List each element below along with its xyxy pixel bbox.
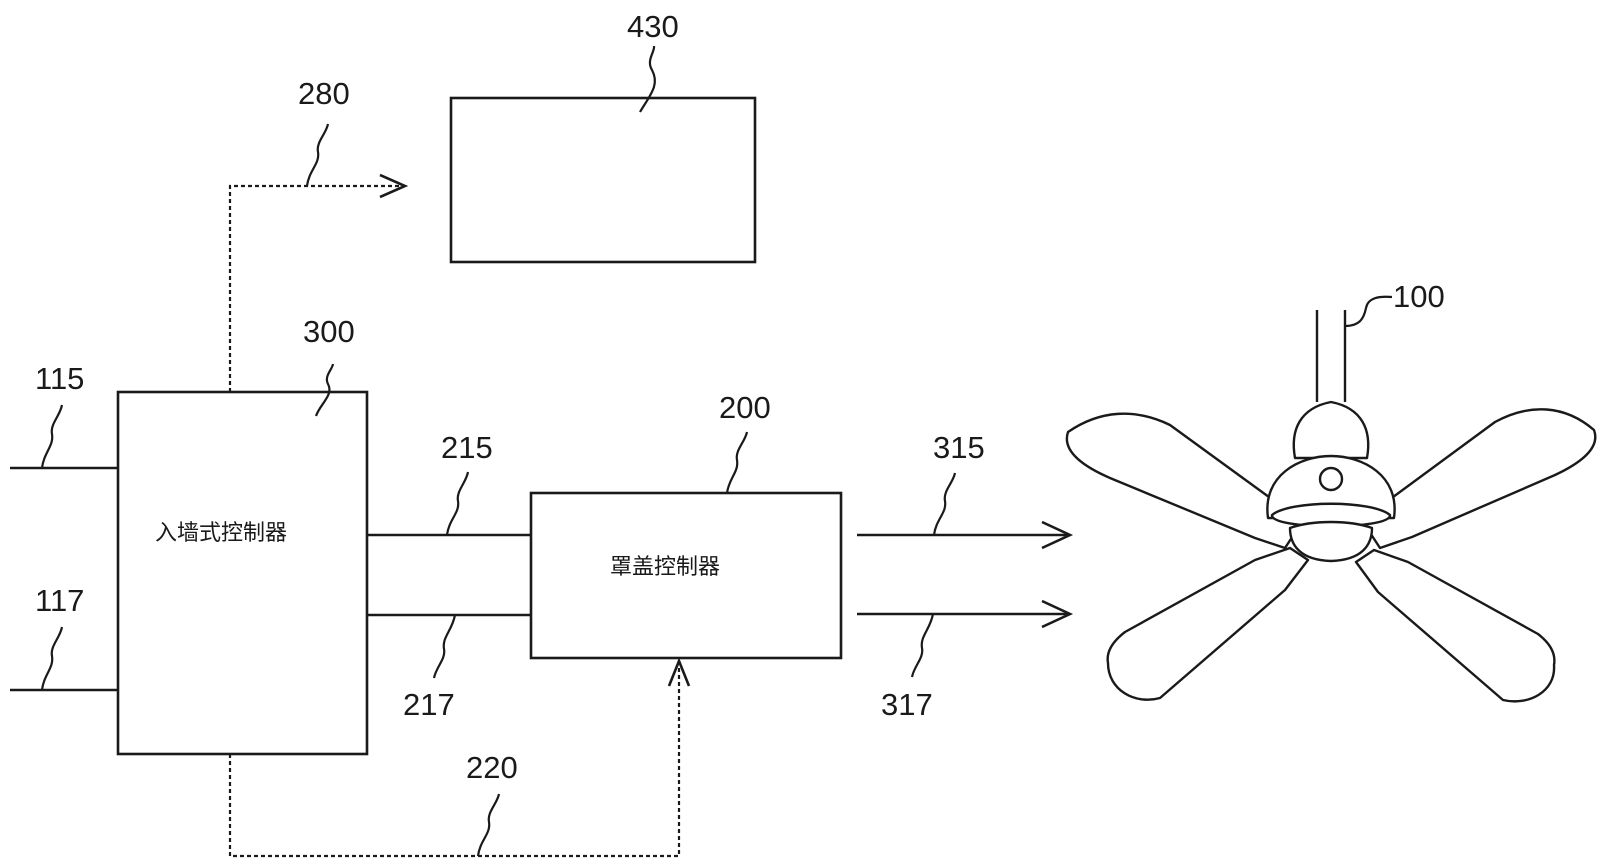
ref-315: 315 bbox=[933, 430, 985, 465]
canopy-controller-box bbox=[529, 491, 843, 660]
leader-220 bbox=[476, 793, 501, 857]
ref-117: 117 bbox=[35, 583, 84, 618]
wall-controller-label: 入墙式控制器 bbox=[155, 521, 287, 546]
fan-bottom-cap bbox=[1288, 520, 1374, 563]
ref-215: 215 bbox=[441, 430, 493, 465]
fan-blade-lower-right bbox=[1354, 548, 1556, 703]
leader-117 bbox=[40, 626, 64, 691]
remote-device-box bbox=[449, 96, 757, 264]
canopy-controller-label: 罩盖控制器 bbox=[610, 555, 720, 580]
ref-280: 280 bbox=[298, 76, 350, 111]
fan-blade-upper-right bbox=[1363, 408, 1597, 550]
fan-blade-lower-left bbox=[1106, 546, 1310, 701]
arrowhead-315 bbox=[1041, 520, 1074, 550]
leader-217 bbox=[432, 614, 457, 679]
wall-controller-box bbox=[116, 390, 369, 756]
leader-300 bbox=[314, 363, 335, 417]
ref-200: 200 bbox=[719, 390, 771, 425]
wireless-path-220 bbox=[228, 666, 681, 858]
fan-motor-housing bbox=[1292, 400, 1370, 460]
arrowhead-280 bbox=[379, 173, 409, 199]
leader-315 bbox=[932, 472, 957, 536]
ref-100: 100 bbox=[1393, 279, 1445, 314]
arrowhead-220 bbox=[667, 657, 691, 687]
leader-200 bbox=[725, 431, 749, 494]
ref-317: 317 bbox=[881, 687, 933, 722]
wireless-path-280 bbox=[228, 184, 402, 392]
fan-indicator-ring bbox=[1318, 466, 1344, 492]
ref-220: 220 bbox=[466, 750, 518, 785]
ref-430: 430 bbox=[627, 9, 679, 44]
ref-300: 300 bbox=[303, 314, 355, 349]
ref-115: 115 bbox=[35, 361, 84, 396]
leader-100 bbox=[1344, 295, 1393, 328]
leader-215 bbox=[445, 471, 470, 536]
fan-trim-ring bbox=[1270, 502, 1392, 528]
leader-280 bbox=[305, 123, 330, 187]
ceiling-fan-illustration bbox=[1065, 310, 1597, 703]
ref-217: 217 bbox=[403, 687, 455, 722]
leader-115 bbox=[40, 404, 64, 469]
arrowhead-317 bbox=[1041, 599, 1074, 629]
fan-downrod bbox=[1315, 310, 1347, 402]
leader-430 bbox=[639, 45, 656, 113]
fan-blade-upper-left bbox=[1065, 412, 1302, 550]
leader-317 bbox=[910, 613, 935, 678]
